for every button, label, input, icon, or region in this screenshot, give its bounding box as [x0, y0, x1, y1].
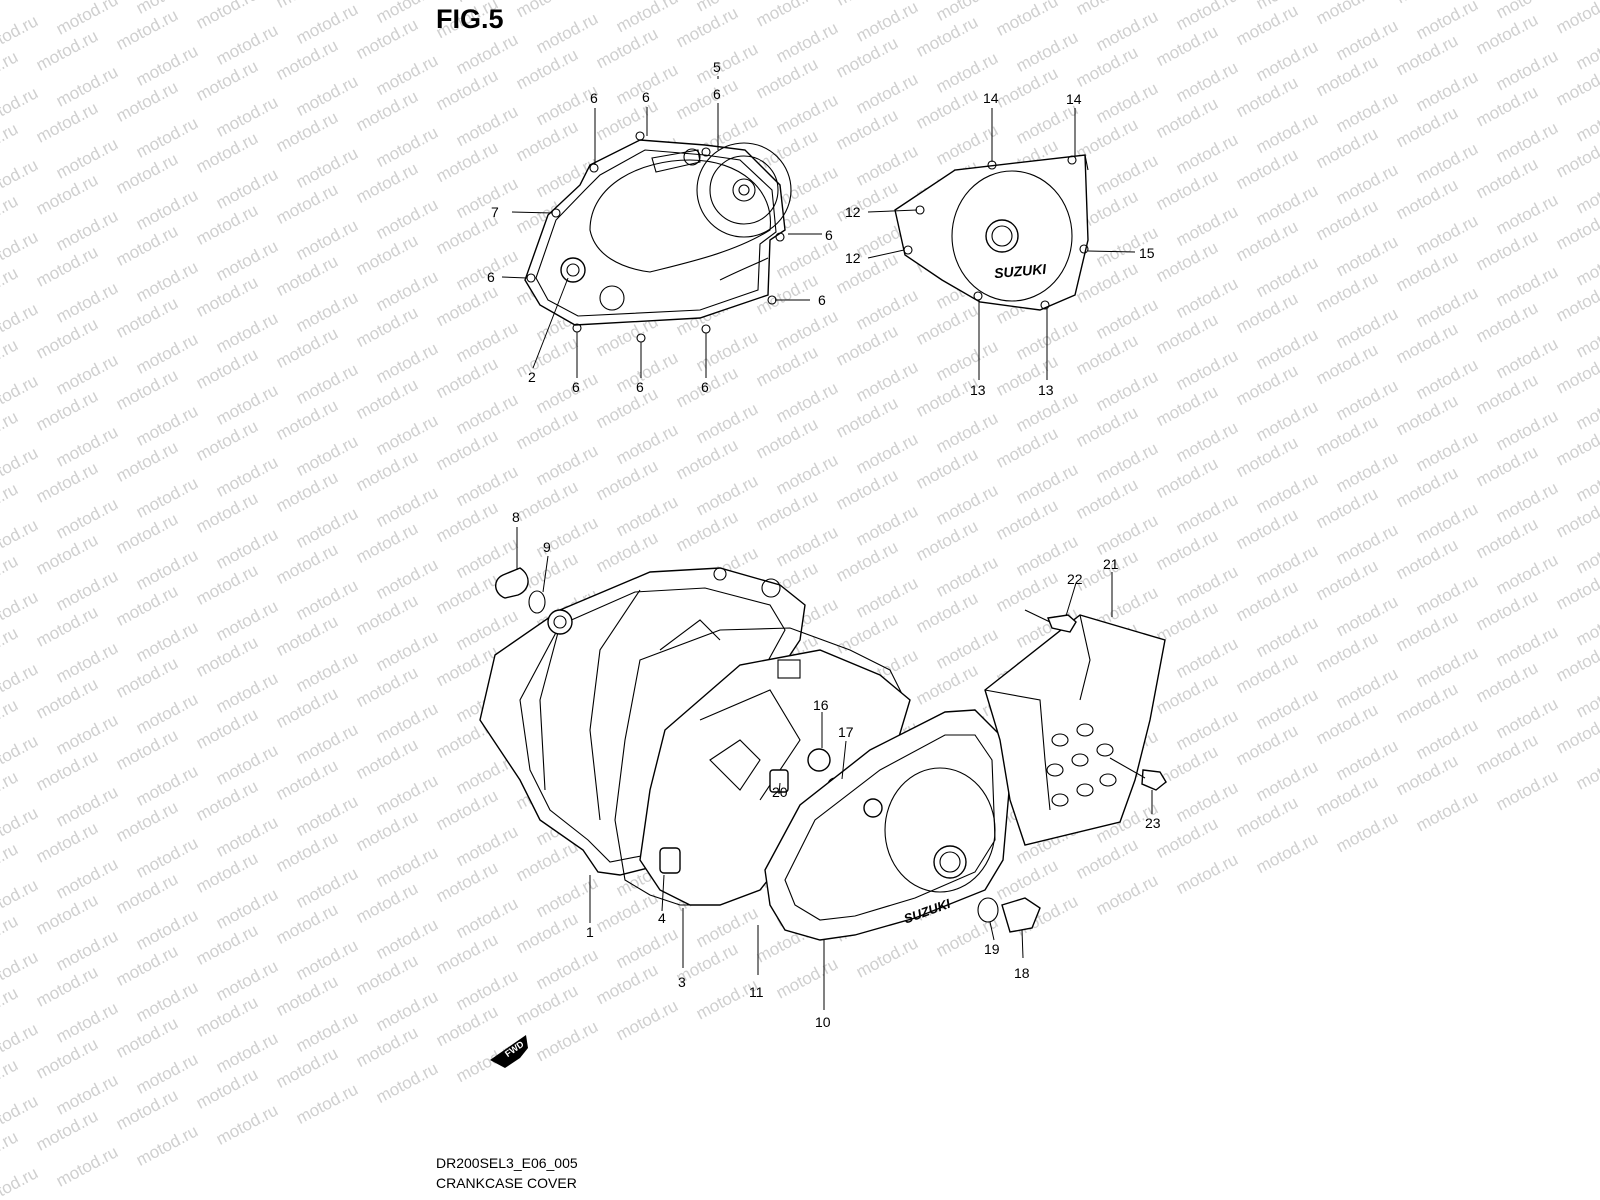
- callout-14: 14: [983, 90, 999, 106]
- callout-11: 11: [749, 984, 764, 1000]
- callout-6: 6: [636, 379, 644, 395]
- callout-6: 6: [818, 292, 826, 308]
- callout-12: 12: [845, 250, 861, 266]
- callout-21: 21: [1103, 556, 1119, 572]
- callout-numbers: 5 6 6 6 7 6 6 6 2 6 6 6 14 14 12 12 15 1…: [487, 59, 1161, 1030]
- callout-20: 20: [772, 784, 788, 800]
- callout-6: 6: [487, 269, 495, 285]
- callout-6: 6: [572, 379, 580, 395]
- callout-9: 9: [543, 539, 551, 555]
- suzuki-logo-top: SUZUKI: [993, 261, 1047, 282]
- callout-7: 7: [491, 204, 499, 220]
- callout-6: 6: [642, 89, 650, 105]
- callout-6: 6: [825, 227, 833, 243]
- callout-13: 13: [970, 382, 986, 398]
- callout-12: 12: [845, 204, 861, 220]
- callout-2: 2: [528, 369, 536, 385]
- callout-3: 3: [678, 974, 686, 990]
- callout-10: 10: [815, 1014, 831, 1030]
- callout-14: 14: [1066, 91, 1082, 107]
- callout-4: 4: [658, 910, 666, 926]
- figure-title: FIG.5: [436, 4, 504, 34]
- sprocket-cover-vents: [1046, 723, 1117, 807]
- callout-6: 6: [713, 86, 721, 102]
- callout-13: 13: [1038, 382, 1054, 398]
- callout-23: 23: [1145, 815, 1161, 831]
- callout-15: 15: [1139, 245, 1155, 261]
- callout-1: 1: [586, 924, 594, 940]
- callout-16: 16: [813, 697, 829, 713]
- diagram-caption: CRANKCASE COVER: [436, 1175, 577, 1191]
- fwd-arrow-icon: FWD: [490, 1035, 528, 1068]
- callout-19: 19: [984, 941, 1000, 957]
- diagram-code: DR200SEL3_E06_005: [436, 1155, 578, 1171]
- callout-18: 18: [1014, 965, 1030, 981]
- leader-lines: [501, 76, 1153, 1010]
- clutch-cover-top: [524, 131, 792, 343]
- callout-5: 5: [713, 59, 721, 75]
- callout-22: 22: [1067, 571, 1083, 587]
- callout-6: 6: [701, 379, 709, 395]
- callout-6: 6: [590, 90, 598, 106]
- callout-17: 17: [838, 724, 854, 740]
- magneto-cover-top: SUZUKI: [894, 154, 1089, 311]
- oil-filler-plug: [495, 567, 529, 599]
- crankcase-assembly: SUZUKI: [479, 567, 1167, 1068]
- callout-8: 8: [512, 509, 520, 525]
